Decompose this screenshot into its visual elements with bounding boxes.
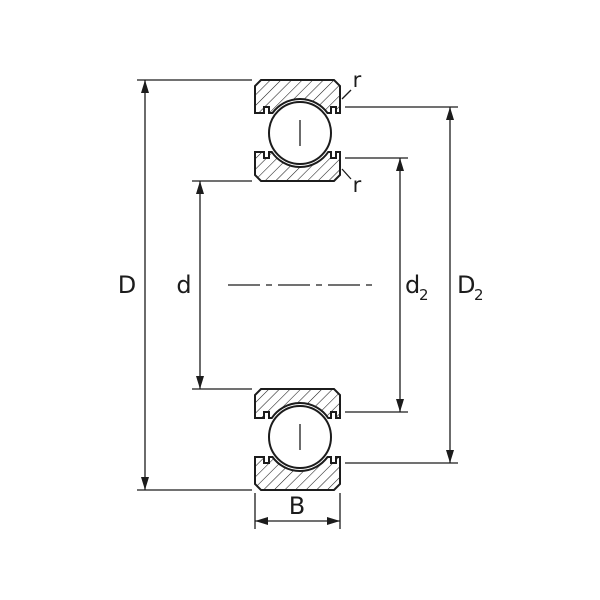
dimension-d2: d 2 <box>345 157 429 413</box>
arrowhead <box>141 80 149 93</box>
dimension-D2: D 2 <box>345 106 484 464</box>
label-d2-subscript: 2 <box>419 286 429 304</box>
label-r-outer: r <box>353 68 362 92</box>
dimension-B: B <box>254 492 341 529</box>
arrowhead <box>196 181 204 194</box>
label-D: D <box>118 271 136 299</box>
label-d: d <box>176 271 191 299</box>
outer-ring-top-section <box>254 79 341 114</box>
label-D2-subscript: 2 <box>474 286 484 304</box>
arrowhead <box>446 107 454 120</box>
leader-line <box>341 89 352 100</box>
arrowhead <box>446 450 454 463</box>
arrowhead <box>255 517 268 525</box>
arrowhead <box>396 399 404 412</box>
arrowhead <box>327 517 340 525</box>
arrowhead <box>196 376 204 389</box>
label-r-inner: r <box>353 173 362 197</box>
callout-r-inner: r <box>341 168 362 197</box>
inner-ring-bottom-section <box>254 388 341 419</box>
label-D2: D <box>457 271 475 299</box>
arrowhead <box>141 477 149 490</box>
label-B: B <box>289 492 305 520</box>
dimension-d: d <box>176 180 252 390</box>
leader-line <box>341 168 352 180</box>
outer-ring-bottom-section <box>254 456 341 491</box>
dimension-D: D <box>118 79 252 491</box>
callout-r-outer: r <box>341 68 362 100</box>
arrowhead <box>396 158 404 171</box>
inner-ring-top-section <box>254 151 341 182</box>
label-d2: d <box>405 271 420 299</box>
